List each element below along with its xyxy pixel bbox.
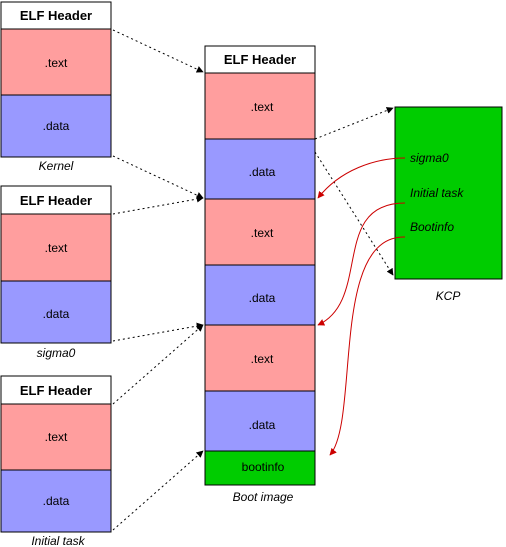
initial-task-text-box <box>0 403 112 471</box>
kcp-item-bootinfo: Bootinfo <box>410 220 454 234</box>
initial-task-data-box <box>0 469 112 533</box>
boot-section-label-6: .data <box>249 418 276 432</box>
initial-task-caption: Initial task <box>31 534 85 547</box>
boot-section-box-4 <box>204 264 316 326</box>
kernel-elf: ELF Header .text .data Kernel <box>0 1 112 173</box>
boot-section-box-2 <box>204 138 316 200</box>
boot-image-caption: Boot image <box>233 490 294 504</box>
kernel-header-label: ELF Header <box>20 8 92 23</box>
kernel-text-box <box>0 28 112 96</box>
sigma0-header-box <box>0 185 112 215</box>
boot-section-label-3: .text <box>251 226 274 240</box>
arrow-sigma0-bottom-to-boot <box>112 322 204 342</box>
arrow-initial-task-bottom-to-boot <box>112 450 204 531</box>
boot-section-box-5 <box>204 324 316 392</box>
boot-header-box <box>204 45 316 74</box>
kernel-data-box <box>0 94 112 158</box>
kcp: sigma0 Initial task Bootinfo KCP <box>394 106 503 303</box>
boot-image: ELF Header .text .data .text .data .text… <box>204 45 316 504</box>
boot-header-label: ELF Header <box>224 52 296 67</box>
kernel-caption: Kernel <box>39 159 74 173</box>
sigma0-elf: ELF Header .text .data sigma0 <box>0 185 112 360</box>
red-arrows <box>317 157 406 456</box>
boot-section-box-6 <box>204 390 316 452</box>
boot-section-label-2: .data <box>249 165 276 179</box>
sigma0-text-label: .text <box>45 241 68 255</box>
dotted-arrows <box>112 29 394 531</box>
boot-section-label-1: .text <box>251 100 274 114</box>
kcp-item-initial-task: Initial task <box>410 186 464 200</box>
boot-section-box-1 <box>204 72 316 140</box>
sigma0-caption: sigma0 <box>37 346 76 360</box>
boot-section-label-5: .text <box>251 352 274 366</box>
kcp-caption: KCP <box>436 289 461 303</box>
kcp-box <box>394 106 503 280</box>
arrow-kernel-header-to-boot-header <box>112 29 204 73</box>
kernel-text-label: .text <box>45 56 68 70</box>
arrow-sigma0-header-to-boot <box>112 195 204 215</box>
kcp-item-sigma0: sigma0 <box>410 151 449 165</box>
initial-task-text-label: .text <box>45 430 68 444</box>
arrow-kcp-initial-task-to-boot <box>317 202 406 326</box>
arrow-kcp-bootinfo-to-boot <box>329 236 406 456</box>
kernel-header-box <box>0 1 112 30</box>
boot-section-box-3 <box>204 198 316 266</box>
initial-task-data-label: .data <box>43 494 70 508</box>
sigma0-data-label: .data <box>43 307 70 321</box>
arrow-boot-to-kcp-bottom <box>314 151 394 276</box>
arrow-kcp-sigma0-to-boot <box>317 157 406 199</box>
boot-section-label-4: .data <box>249 291 276 305</box>
kernel-data-label: .data <box>43 119 70 133</box>
initial-task-header-label: ELF Header <box>20 383 92 398</box>
arrow-boot-to-kcp-top <box>314 107 394 140</box>
sigma0-data-box <box>0 280 112 344</box>
initial-task-elf: ELF Header .text .data Initial task <box>0 375 112 547</box>
arrow-initial-task-header-to-boot <box>112 324 204 405</box>
arrow-kernel-bottom-to-boot <box>112 155 204 199</box>
sigma0-text-box <box>0 213 112 282</box>
boot-bootinfo-box <box>204 450 316 486</box>
sigma0-header-label: ELF Header <box>20 193 92 208</box>
boot-bootinfo-label: bootinfo <box>242 460 285 474</box>
